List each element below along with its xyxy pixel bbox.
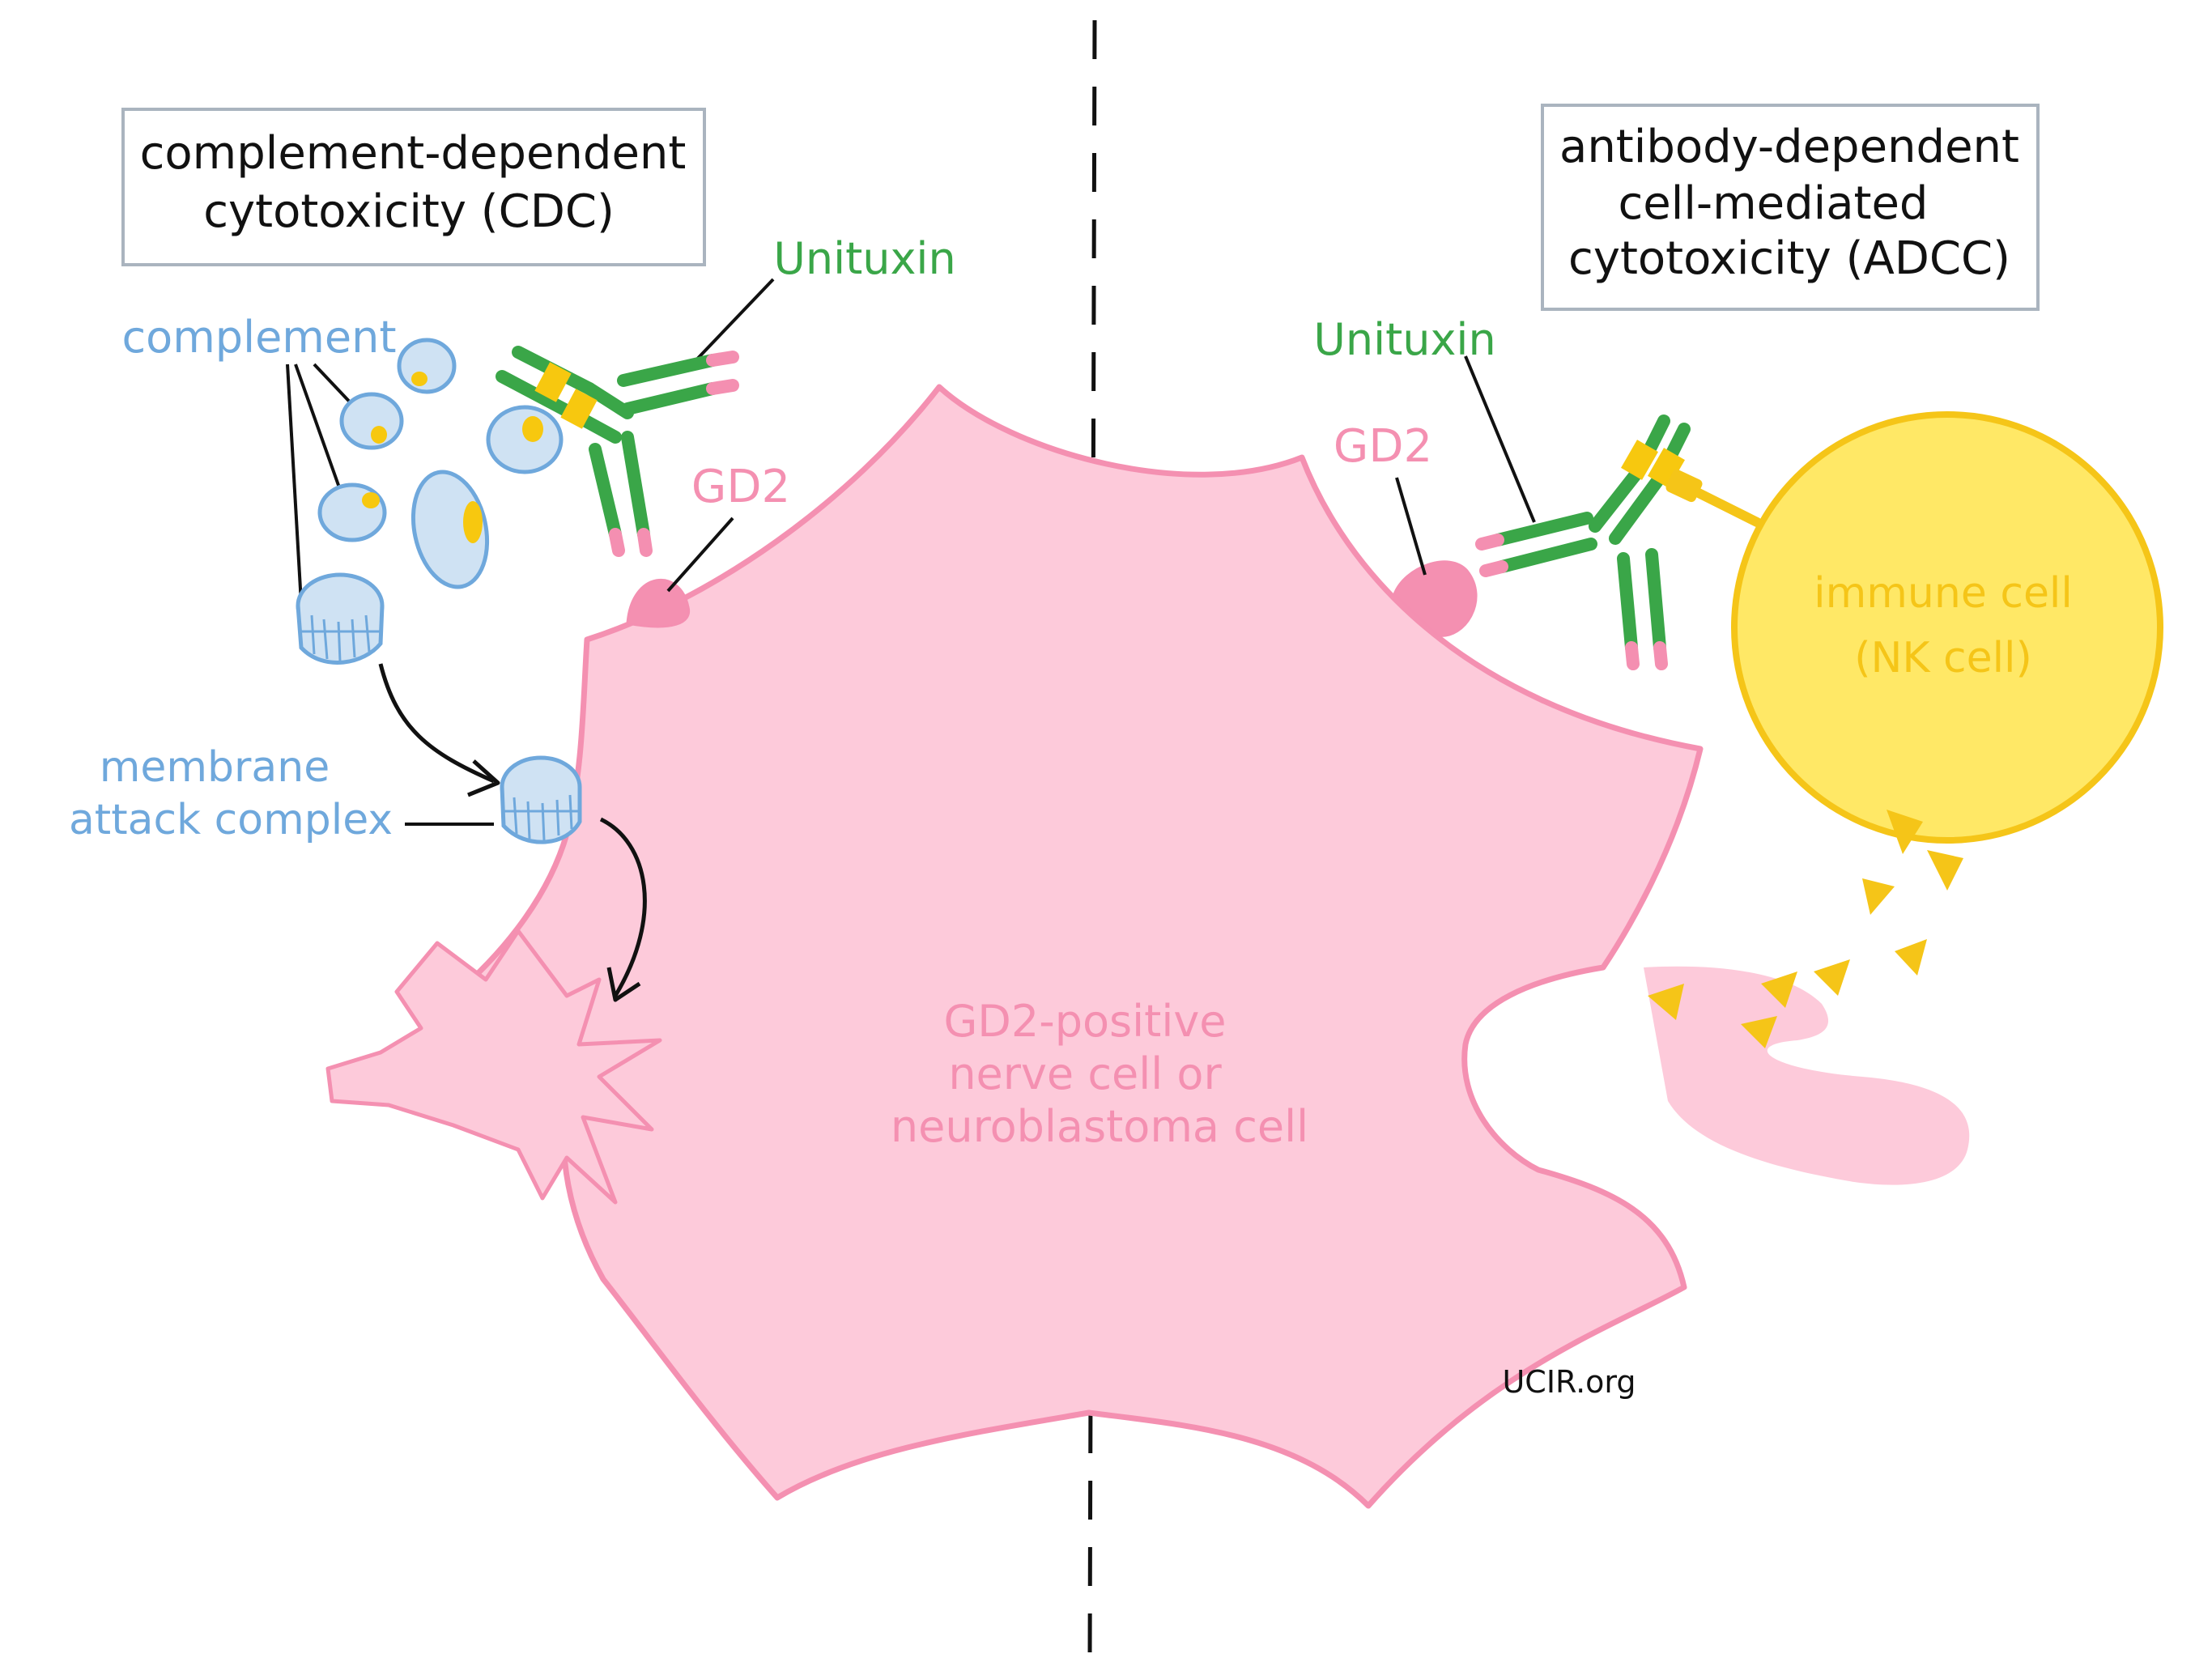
gd2-receptor-left	[626, 578, 691, 628]
nk-target-protrusion	[1644, 966, 1970, 1185]
complement-protein	[410, 470, 490, 589]
unituxin-left-leader	[687, 278, 775, 370]
unituxin-label-left: Unituxin	[773, 233, 955, 284]
cdc-title-box	[121, 108, 706, 266]
complement-protein	[339, 392, 404, 450]
gd2-receptor-right	[1393, 560, 1478, 637]
unituxin-antibody-left	[496, 346, 739, 557]
complement-protein	[486, 405, 564, 474]
mac-inserted	[500, 755, 582, 844]
cell-label-line1: GD2-positive	[943, 996, 1226, 1047]
gd2-label-left: GD2	[691, 461, 790, 513]
adcc-title-box	[1541, 104, 2040, 311]
fc-receptor	[1665, 469, 1762, 527]
complement-leader-2	[294, 363, 342, 491]
neuroblastoma-cell	[450, 384, 1704, 1509]
cell-label-line2: nerve cell or	[948, 1048, 1222, 1099]
cell-label-line3: neuroblastoma cell	[891, 1101, 1308, 1152]
complement-leader-3	[286, 363, 303, 604]
unituxin-antibody-right	[1475, 414, 1691, 670]
immune-cell-label-line1: immune cell	[1814, 569, 2073, 618]
adcc-title-line1: antibody-dependent	[1559, 121, 2019, 173]
cdc-title-line2: cytotoxicity (CDC)	[203, 185, 615, 238]
lysis-arrow	[599, 817, 647, 997]
lysed-cell-fragment	[325, 929, 662, 1205]
complement-label: complement	[121, 312, 396, 363]
cytotoxic-granules	[1648, 810, 1963, 1048]
lysis-arrowhead	[606, 967, 641, 1002]
cdc-title-line1: complement-dependent	[140, 127, 687, 180]
immune-cell-label-line2: (NK cell)	[1854, 634, 2032, 682]
gd2-left-leader	[666, 517, 734, 593]
gd2-label-right: GD2	[1334, 420, 1432, 473]
mac-free	[296, 572, 385, 665]
adcc-title-line3: cytotoxicity (ADCC)	[1568, 232, 2010, 285]
complement-protein	[397, 338, 457, 394]
gd2-right-leader	[1395, 477, 1427, 576]
mac-label-line2: attack complex	[69, 796, 393, 844]
mac-transfer-arrow	[378, 663, 496, 784]
complement-proteins	[317, 338, 564, 589]
unituxin-right-leader	[1464, 355, 1536, 523]
credit-text: UCIR.org	[1502, 1364, 1636, 1400]
adcc-title-line2: cell-mediated	[1619, 177, 1929, 230]
nk-immune-cell	[1731, 411, 2163, 844]
mac-transfer-arrowhead	[467, 759, 500, 797]
mac-label-line1: membrane	[100, 743, 330, 792]
unituxin-label-right: Unituxin	[1313, 314, 1495, 365]
